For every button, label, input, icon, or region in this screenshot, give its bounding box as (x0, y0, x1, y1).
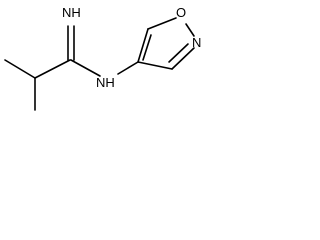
bond-ring-n-c3-b (168, 43, 189, 63)
ring-nitrogen-label: N (192, 35, 201, 50)
bond-methyl-upper (4, 59, 36, 79)
bond-ring-n-c3-a (171, 47, 195, 70)
bond-ring-c3-c4 (137, 61, 173, 70)
imine-nh-label: NH (62, 5, 81, 20)
bond-ring-c5-o (147, 17, 177, 30)
bond-amidine-to-nh (70, 59, 101, 77)
chemical-structure-diagram: NH NH O N (4, 5, 201, 111)
bond-ring-c4-c5-inner (142, 34, 152, 61)
bond-ring-c4-c5 (137, 28, 149, 63)
bond-isopropyl-to-amidine (34, 59, 71, 79)
amine-nh-label: NH (96, 75, 115, 90)
ring-oxygen-label: O (176, 5, 186, 20)
bond-ring-o-n (185, 23, 195, 37)
bond-nh-to-ring (117, 61, 139, 75)
